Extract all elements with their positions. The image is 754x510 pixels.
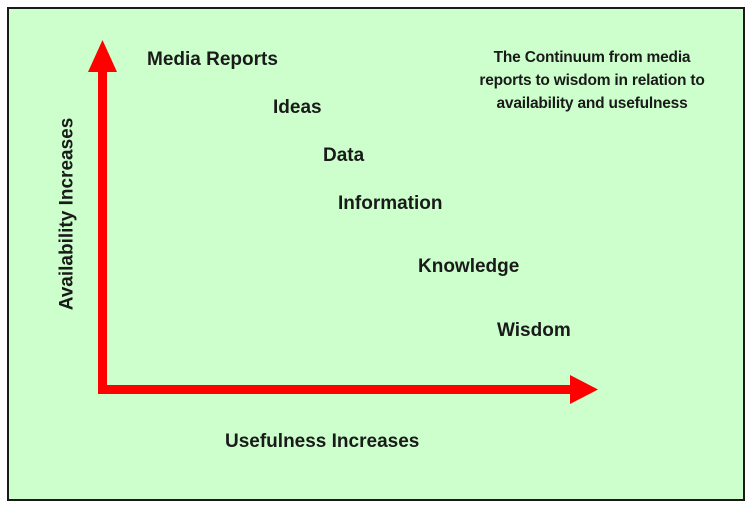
item-wisdom: Wisdom (497, 320, 571, 341)
diagram-caption: The Continuum from media reports to wisd… (479, 49, 705, 112)
y-axis-arrowhead (88, 40, 117, 72)
item-knowledge: Knowledge (418, 256, 520, 277)
x-axis-arrow-shaft (98, 385, 572, 394)
x-axis-label: Usefulness Increases (225, 431, 420, 452)
y-axis-label: Availability Increases (56, 117, 78, 311)
item-media-reports: Media Reports (147, 49, 278, 70)
item-ideas: Ideas (273, 97, 322, 118)
item-information: Information (338, 193, 443, 214)
x-axis-arrowhead (570, 375, 598, 404)
y-axis-arrow-shaft (98, 70, 107, 392)
item-data: Data (323, 145, 365, 166)
diagram-panel (7, 7, 745, 501)
